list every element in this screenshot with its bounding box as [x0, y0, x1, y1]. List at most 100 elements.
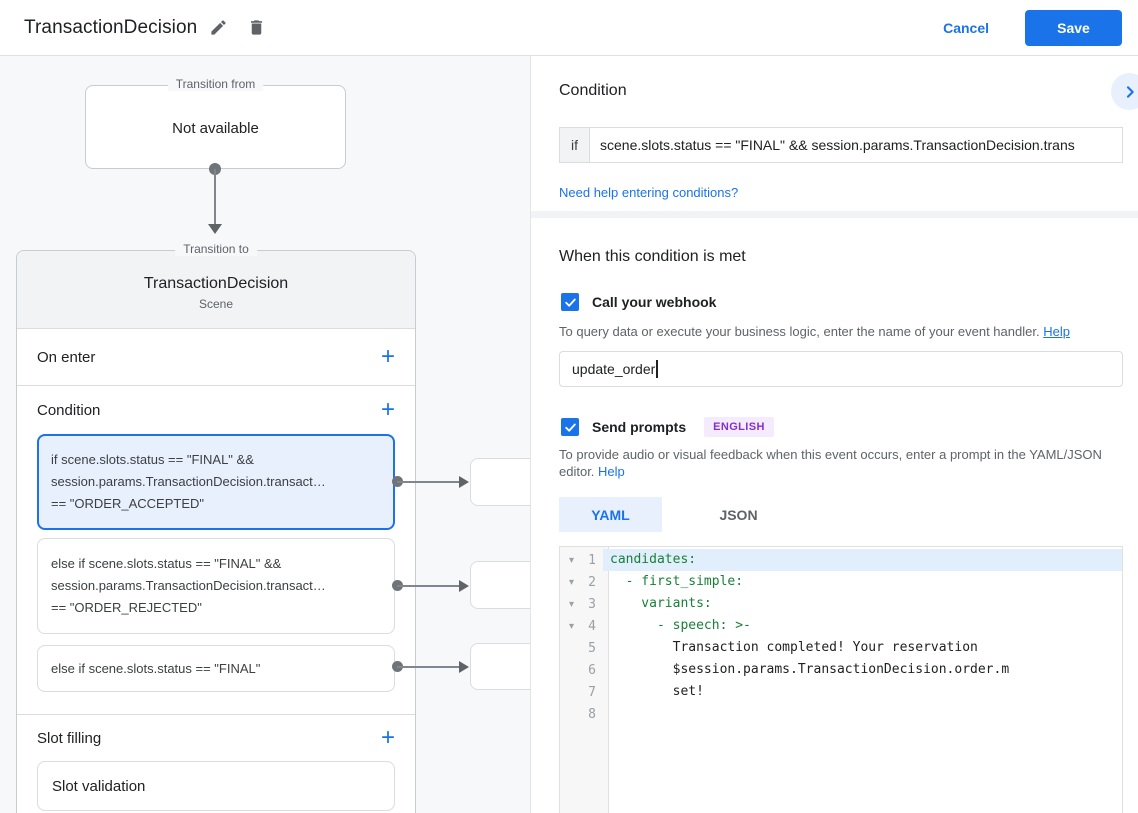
scene-flow-panel: Transition from Not available Transition… — [0, 56, 530, 813]
save-button[interactable]: Save — [1025, 9, 1122, 46]
page-title: TransactionDecision — [24, 16, 198, 38]
scene-title: TransactionDecision — [143, 275, 289, 292]
connector-line — [397, 666, 461, 668]
arrow-right-icon — [459, 580, 469, 592]
webhook-description-text: To query data or execute your business l… — [559, 324, 1040, 339]
fold-arrow-icon[interactable]: ▾ — [568, 576, 575, 588]
arrow-right-icon — [459, 661, 469, 673]
cancel-button[interactable]: Cancel — [943, 19, 989, 36]
checkmark-icon — [564, 298, 576, 307]
if-prefix-label: if — [559, 127, 590, 163]
edit-title-button[interactable] — [201, 11, 235, 45]
language-badge: ENGLISH — [704, 417, 774, 437]
connector-line — [397, 585, 461, 587]
add-slot-filling-button[interactable]: + — [380, 724, 395, 751]
code-text: $session.params.TransactionDecision.orde… — [610, 662, 1010, 677]
condition-line: else if scene.slots.status == "FINAL" — [51, 661, 261, 676]
call-webhook-label: Call your webhook — [592, 294, 717, 310]
on-enter-section: On enter + — [17, 329, 415, 386]
delete-scene-button[interactable] — [239, 11, 273, 45]
code-text: Transaction completed! Your reservation — [610, 640, 978, 655]
code-line[interactable]: ▾2 - first_simple: — [560, 571, 1122, 593]
condition-heading: Condition — [559, 82, 627, 99]
code-line[interactable]: 5 Transaction completed! Your reservatio… — [560, 637, 1122, 659]
send-prompts-label: Send prompts — [592, 419, 687, 435]
line-number: 3 — [588, 596, 596, 612]
code-line[interactable]: ▾ 3 variants: — [560, 593, 1122, 615]
fold-arrow-icon[interactable]: ▾ — [568, 554, 575, 566]
add-on-enter-button[interactable]: + — [380, 343, 395, 370]
event-handler-value: update_order — [572, 361, 656, 377]
code-line[interactable]: 8 — [560, 703, 1122, 725]
condition-expression-input[interactable]: scene.slots.status == "FINAL" && session… — [590, 127, 1123, 163]
scene-subtitle: Scene — [198, 297, 234, 311]
tab-json[interactable]: JSON — [687, 497, 790, 532]
transition-from-box[interactable]: Transition from Not available — [85, 77, 346, 169]
tab-yaml[interactable]: YAML — [559, 497, 662, 532]
transition-to-legend: Transition to — [175, 242, 257, 256]
condition-section-label: Condition — [37, 401, 101, 419]
code-text: set! — [610, 684, 704, 699]
condition-met-heading: When this condition is met — [559, 248, 746, 265]
transition-from-legend: Transition from — [167, 77, 264, 91]
condition-expression-row: if scene.slots.status == "FINAL" && sess… — [559, 127, 1123, 163]
condition-line: == "ORDER_ACCEPTED" — [51, 496, 204, 511]
transition-target-box[interactable] — [470, 458, 530, 506]
scene-header[interactable]: TransactionDecision Scene — [17, 251, 415, 329]
send-prompts-checkbox[interactable] — [561, 418, 579, 436]
condition-line: else if scene.slots.status == "FINAL" && — [51, 556, 282, 571]
condition-card-final[interactable]: else if scene.slots.status == "FINAL" — [37, 645, 395, 692]
section-divider — [17, 714, 415, 715]
prompts-description: To provide audio or visual feedback when… — [559, 446, 1115, 480]
call-webhook-checkbox[interactable] — [561, 293, 579, 311]
top-bar: TransactionDecision Cancel Save — [0, 0, 1138, 56]
condition-card-rejected[interactable]: else if scene.slots.status == "FINAL" &&… — [37, 538, 395, 634]
fold-arrow-icon[interactable]: ▾ — [568, 620, 575, 632]
prompts-description-text: To provide audio or visual feedback when… — [559, 447, 1102, 479]
line-number: 4 — [588, 618, 596, 634]
text-caret — [656, 360, 658, 378]
connector-line — [397, 481, 461, 483]
code-line[interactable]: ▾4 - speech: >- — [560, 615, 1122, 637]
conditions-help-link[interactable]: Need help entering conditions? — [559, 185, 739, 200]
arrow-right-icon — [459, 476, 469, 488]
arrow-down-icon — [208, 224, 222, 234]
prompts-help-link[interactable]: Help — [598, 464, 625, 479]
condition-line: == "ORDER_REJECTED" — [51, 600, 202, 615]
transition-target-box[interactable] — [470, 561, 530, 609]
line-number: 1 — [588, 552, 596, 568]
checkmark-icon — [564, 423, 576, 432]
code-line[interactable]: 6 $session.params.TransactionDecision.or… — [560, 659, 1122, 681]
condition-line: session.params.TransactionDecision.trans… — [51, 578, 326, 593]
slot-validation-label: Slot validation — [52, 777, 146, 795]
webhook-help-link[interactable]: Help — [1043, 324, 1070, 339]
add-condition-button[interactable]: + — [380, 396, 395, 423]
event-handler-input[interactable]: update_order — [559, 351, 1123, 387]
condition-line: if scene.slots.status == "FINAL" && — [51, 452, 254, 467]
call-webhook-row: Call your webhook — [561, 293, 716, 311]
panel-divider — [531, 211, 1138, 218]
code-text — [603, 703, 1122, 725]
code-text: variants: — [610, 596, 712, 611]
editor-format-tabs: YAML JSON — [559, 497, 790, 532]
webhook-description: To query data or execute your business l… — [559, 323, 1115, 340]
transition-target-box[interactable] — [470, 643, 530, 690]
slot-filling-label: Slot filling — [37, 729, 102, 747]
condition-card-accepted[interactable]: if scene.slots.status == "FINAL" && sess… — [37, 434, 395, 530]
code-line[interactable]: 7 set! — [560, 681, 1122, 703]
editor-gutter — [560, 547, 609, 813]
slot-validation-card[interactable]: Slot validation — [37, 761, 395, 811]
transition-to-box: Transition to TransactionDecision Scene … — [16, 242, 416, 813]
line-number: 5 — [588, 640, 596, 656]
fold-arrow-icon[interactable]: ▾ — [568, 598, 575, 610]
line-number: 2 — [588, 574, 596, 590]
condition-detail-panel: Condition if scene.slots.status == "FINA… — [530, 56, 1138, 813]
conditions-help-row: Need help entering conditions? — [559, 184, 738, 202]
condition-line: session.params.TransactionDecision.trans… — [51, 474, 326, 489]
pencil-icon — [211, 20, 226, 35]
collapse-panel-button[interactable] — [1111, 73, 1138, 110]
